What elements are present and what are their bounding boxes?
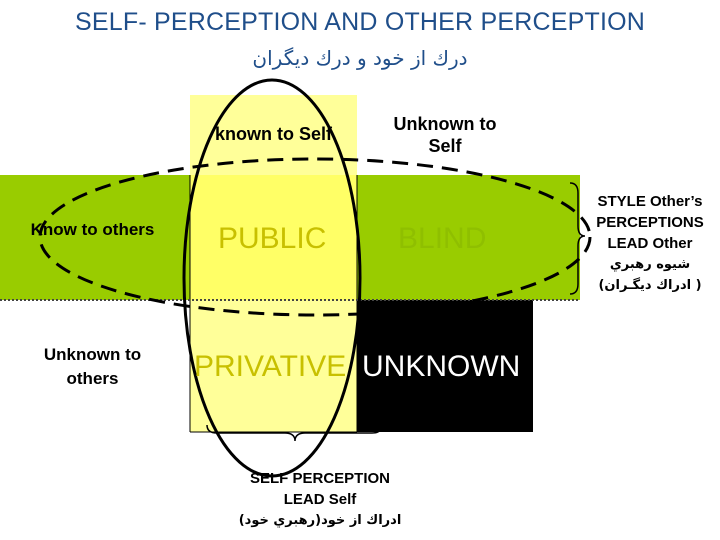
- page-title: SELF- PERCEPTION AND OTHER PERCEPTION: [75, 8, 645, 36]
- unknown-to-self-label: Unknown to Self: [393, 114, 497, 156]
- unknown-quadrant: [357, 300, 533, 432]
- public-quadrant: [190, 175, 357, 300]
- known-to-self-label: known to Self: [215, 124, 332, 144]
- known-to-others-label: Know to others: [30, 220, 155, 239]
- right-brace-icon: [569, 182, 586, 295]
- private-label: PRIVATIVE: [194, 350, 347, 383]
- private-quadrant: [190, 300, 357, 432]
- bottom-brace-icon: [206, 424, 383, 442]
- self-perception-ellipse: [182, 78, 362, 478]
- page-subtitle: درك از خود و درك ديگران: [252, 46, 468, 70]
- bottom-note: SELF PERCEPTION LEAD Self ادراك از خود(ر…: [238, 470, 402, 528]
- side-note: STYLE Other’s PERCEPTIONS LEAD Other شيو…: [596, 193, 704, 293]
- public-label: PUBLIC: [218, 222, 327, 255]
- unknown-to-others-label: Unknown to others: [43, 345, 142, 388]
- other-perception-ellipse: [38, 157, 592, 317]
- unknown-label: UNKNOWN: [362, 350, 521, 383]
- known-to-self-column-bg: [190, 95, 357, 175]
- blind-label: BLIND: [398, 222, 487, 255]
